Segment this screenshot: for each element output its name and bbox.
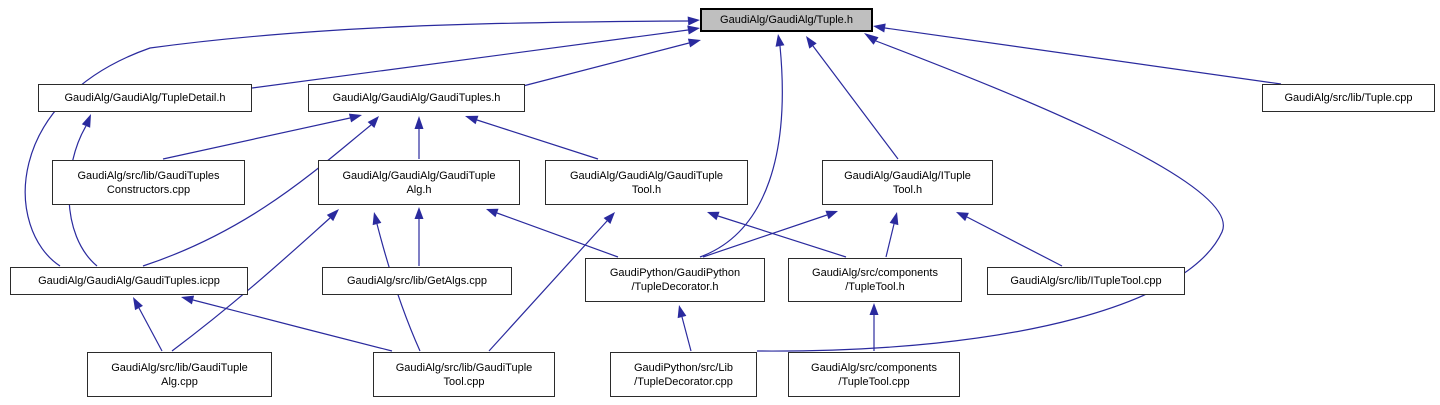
- arrowhead-icon: [367, 116, 379, 128]
- arrowhead-icon: [414, 207, 424, 219]
- graph-node-components-tupletool-cpp[interactable]: GaudiAlg/src/components/TupleTool.cpp: [788, 352, 960, 397]
- include-edge-gaudituplealg-cpp--gaudituples-icpp: [138, 307, 163, 352]
- graph-node-itupletool-cpp[interactable]: GaudiAlg/src/lib/ITupleTool.cpp: [987, 267, 1185, 295]
- graph-node-label: GaudiAlg/GaudiAlg/GaudiTuple: [342, 169, 496, 182]
- graph-node-label: /TupleDecorator.cpp: [634, 375, 733, 388]
- include-edge-components-tupletool-h--gauditupletool-h: [717, 215, 847, 258]
- arrowhead-icon: [956, 212, 969, 222]
- include-edge-gaudituplealg-cpp--gaudituplealg-h: [171, 217, 331, 352]
- arrowhead-icon: [864, 33, 879, 45]
- arrowhead-icon: [486, 208, 499, 218]
- graph-node-label: GaudiAlg/GaudiAlg/GaudiTuple: [569, 169, 724, 182]
- arrowhead-icon: [889, 212, 899, 226]
- include-edge-itupletool-h--tuple-h: [812, 45, 899, 160]
- graph-node-label: Tool.h: [631, 183, 662, 196]
- include-edge-tupledecorator-h--itupletool-h: [702, 214, 828, 258]
- include-edge-tupledecorator-cpp--tupledecorator-h: [681, 316, 692, 352]
- arrowhead-icon: [775, 34, 785, 47]
- arrowhead-icon: [687, 16, 700, 26]
- graph-node-label: GaudiAlg/GaudiAlg/Tuple.h: [720, 14, 853, 26]
- arrowhead-icon: [603, 212, 615, 224]
- include-edge-tupledetail-h--tuple-h: [251, 29, 689, 89]
- include-edge-tupledecorator-cpp--tuple-h: [756, 40, 1224, 352]
- graph-node-label: Constructors.cpp: [106, 183, 191, 196]
- arrowhead-icon: [806, 36, 817, 49]
- include-edge-itupletool-cpp--itupletool-h: [966, 216, 1063, 267]
- graph-node-label: GaudiPython/src/Lib: [633, 361, 734, 374]
- graph-node-label: GaudiAlg/src/components: [811, 361, 937, 374]
- arrowhead-icon: [372, 212, 382, 226]
- graph-node-label: Alg.cpp: [161, 375, 198, 388]
- graph-node-label: GaudiAlg/src/lib/Tuple.cpp: [1284, 92, 1413, 104]
- arrowhead-icon: [687, 25, 700, 35]
- arrowhead-icon: [677, 305, 687, 319]
- include-edge-tupledecorator-h--tuple-h: [699, 45, 783, 258]
- graph-node-label: GaudiAlg/GaudiAlg/TupleDetail.h: [64, 92, 226, 104]
- graph-node-label: GaudiAlg/src/components: [812, 267, 938, 279]
- include-edge-tuple-cpp--tuple-h: [884, 27, 1282, 85]
- graph-node-label: Tool.cpp: [443, 375, 485, 388]
- arrowhead-icon: [133, 297, 143, 311]
- include-edge-gauditupletool-h--gaudituples-h: [476, 119, 599, 160]
- graph-node-label: /TupleDecorator.h: [631, 281, 719, 293]
- arrowhead-icon: [825, 210, 838, 220]
- arrowhead-icon: [869, 303, 879, 315]
- graph-node-tupledetail-h[interactable]: GaudiAlg/GaudiAlg/TupleDetail.h: [38, 84, 252, 112]
- graph-node-label: /TupleTool.cpp: [838, 375, 910, 388]
- graph-node-gaudituples-h[interactable]: GaudiAlg/GaudiAlg/GaudiTuples.h: [308, 84, 525, 112]
- include-edge-gauditupletool-cpp--gauditupletool-h: [488, 220, 608, 352]
- include-edge-gauditupletool-cpp--gaudituples-icpp: [192, 299, 393, 352]
- include-edge-tupledecorator-h--gaudituplealg-h: [496, 212, 619, 258]
- include-edge-components-tupletool-h--itupletool-h: [885, 223, 895, 258]
- arrowhead-icon: [181, 295, 195, 305]
- graph-node-label: GaudiAlg/GaudiAlg/GaudiTuples.icpp: [38, 275, 220, 287]
- graph-node-label: GaudiAlg/src/lib/GaudiTuple: [395, 361, 533, 374]
- graph-node-label: GaudiPython/GaudiPython: [609, 267, 741, 279]
- arrowhead-icon: [414, 116, 424, 129]
- include-edge-gaudituples-icpp--tuple-h: [24, 20, 689, 267]
- graph-node-tuple-h: GaudiAlg/GaudiAlg/Tuple.h: [700, 8, 873, 32]
- graph-node-label: Tool.h: [892, 183, 923, 196]
- graph-node-label: GaudiAlg/GaudiAlg/GaudiTuples.h: [332, 92, 501, 104]
- arrowhead-icon: [873, 23, 886, 33]
- arrowhead-icon: [326, 209, 339, 222]
- graph-node-tuple-cpp[interactable]: GaudiAlg/src/lib/Tuple.cpp: [1262, 84, 1435, 112]
- arrowhead-icon: [687, 38, 701, 48]
- graph-node-tupledecorator-cpp[interactable]: GaudiPython/src/Lib/TupleDecorator.cpp: [610, 352, 757, 397]
- graph-node-label: GaudiAlg/GaudiAlg/ITuple: [844, 169, 971, 182]
- graph-node-label: Alg.h: [406, 183, 432, 196]
- arrowhead-icon: [348, 113, 362, 123]
- graph-node-label: /TupleTool.h: [845, 281, 905, 293]
- arrowhead-icon: [81, 114, 91, 128]
- include-edge-gaudituples-icpp--gaudituples-h: [142, 124, 372, 267]
- arrowhead-icon: [465, 115, 479, 125]
- graph-node-components-tupletool-h[interactable]: GaudiAlg/src/components/TupleTool.h: [788, 258, 962, 302]
- graph-node-getalgs-cpp[interactable]: GaudiAlg/src/lib/GetAlgs.cpp: [322, 267, 512, 295]
- graph-node-gaudituples-icpp[interactable]: GaudiAlg/GaudiAlg/GaudiTuples.icpp: [10, 267, 248, 295]
- graph-node-tupledecorator-h[interactable]: GaudiPython/GaudiPython/TupleDecorator.h: [585, 258, 765, 302]
- graph-node-label: GaudiAlg/src/lib/GetAlgs.cpp: [346, 275, 487, 287]
- include-edge-gaudituples-h--tuple-h: [522, 42, 690, 87]
- arrowhead-icon: [707, 211, 720, 221]
- graph-node-label: GaudiAlg/src/lib/GaudiTuples: [77, 169, 220, 182]
- graph-node-label: GaudiAlg/src/lib/ITupleTool.cpp: [1010, 275, 1162, 287]
- graph-node-label: GaudiAlg/src/lib/GaudiTuple: [111, 361, 248, 374]
- include-edge-gaudituples-constructors-cpp--gaudituples-h: [162, 117, 351, 160]
